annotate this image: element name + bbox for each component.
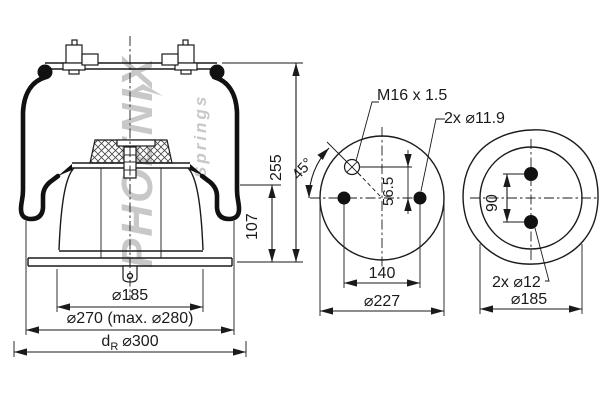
dim-text-140: 140: [369, 265, 396, 282]
dim-text-piston-dia: ⌀185: [112, 287, 148, 304]
rim-subscript: R: [110, 341, 118, 353]
watermark-sub: Springs: [191, 94, 210, 178]
stud-bracket-right: [161, 53, 179, 66]
rim-value: ⌀300: [122, 333, 158, 350]
leader-air-fitting: [355, 101, 379, 162]
side-view-dimensions: 255 107 ⌀185 ⌀270 (max. ⌀280) dR ⌀300: [13, 62, 303, 357]
bolt-hole-bottom: [524, 215, 538, 229]
top-view: 45° 56.5 M16 x 1.5 2x ⌀11.9 140 ⌀227: [289, 87, 505, 316]
label-studs: 2x ⌀11.9: [444, 110, 505, 127]
bellows-outline-right: [199, 74, 242, 222]
dim-text-bellows-dia: ⌀270 (max. ⌀280): [67, 310, 194, 327]
stud-hole-right: [413, 191, 427, 205]
bottom-view: 90 2x ⌀12 ⌀185: [462, 129, 599, 314]
plate-bead-roll-left: [37, 64, 53, 80]
dim-text-90: 90: [484, 194, 501, 212]
label-air-fitting: M16 x 1.5: [377, 87, 447, 104]
bolt-hole-top: [524, 167, 538, 181]
leader-studs: [420, 118, 445, 192]
angle-text-45: 45°: [289, 155, 317, 183]
bellows-contour: [462, 129, 599, 265]
side-view: [18, 36, 242, 300]
label-holes: 2x ⌀12: [492, 274, 541, 291]
bellows-outline-left: [18, 74, 61, 222]
stud-hole-left: [337, 191, 351, 205]
stud-bracket-left: [81, 53, 99, 66]
dim-text-56-5: 56.5: [380, 177, 397, 206]
dim-text-rim-dia: dR ⌀300: [101, 333, 158, 353]
dim-text-185-bottom: ⌀185: [511, 291, 547, 308]
phoenix-wing-icon: [123, 84, 163, 96]
mounting-stud-left: [62, 39, 99, 75]
angle-arc-45: [305, 147, 330, 199]
dim-text-227: ⌀227: [364, 293, 400, 310]
mounting-stud-right: [161, 39, 198, 75]
leader-holes: [534, 227, 550, 282]
rim-prefix: d: [101, 333, 110, 350]
dim-text-255: 255: [268, 154, 285, 181]
dim-text-107: 107: [244, 213, 261, 240]
